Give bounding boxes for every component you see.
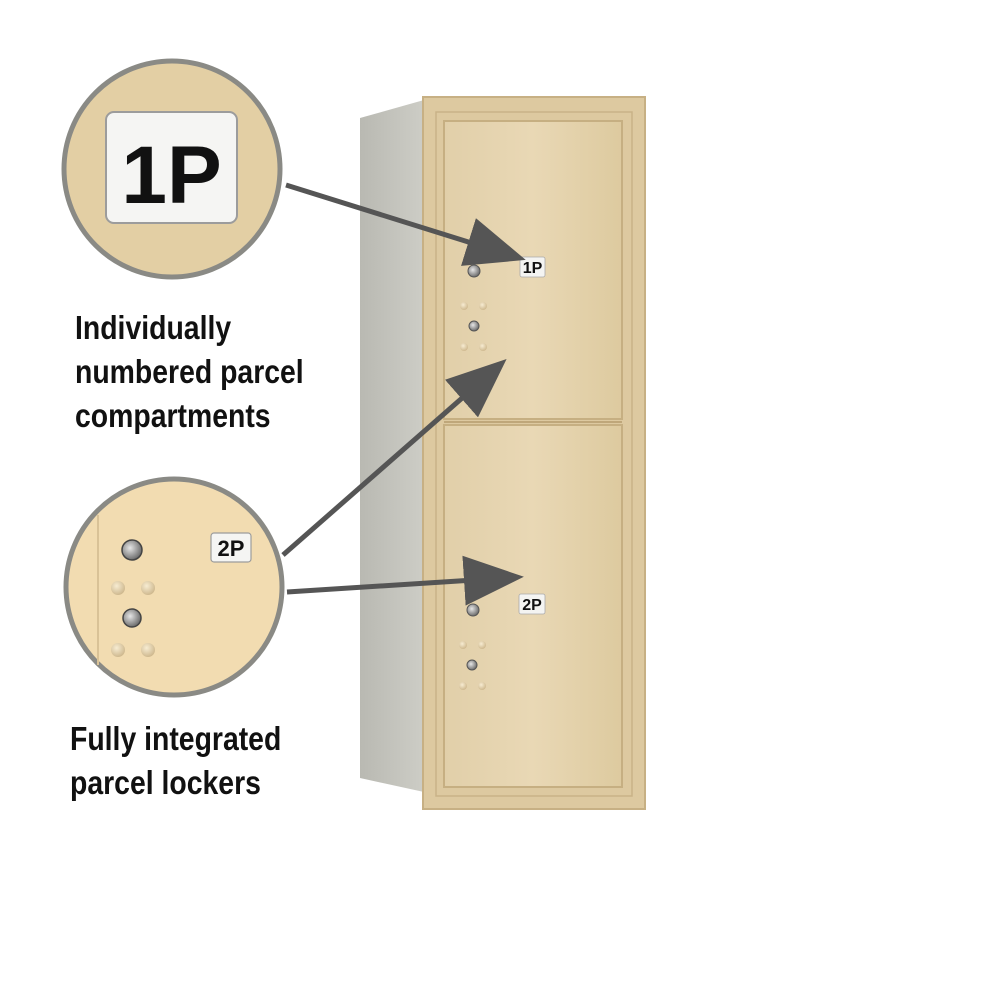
caption-line: Fully integrated xyxy=(70,720,282,757)
caption-line: numbered parcel xyxy=(75,353,304,390)
rivet xyxy=(479,302,487,310)
zoom-number-plate-label: 1P xyxy=(121,130,221,221)
caption-line: parcel lockers xyxy=(70,764,261,801)
arrow-icon xyxy=(286,555,524,606)
zoom-lower-number-plate-label: 2P xyxy=(218,536,245,561)
cabinet-side-panel xyxy=(360,100,424,792)
caption-integrated-lockers: Fully integrated parcel lockers xyxy=(70,717,281,805)
caption-numbered-compartments: Individually numbered parcel compartment… xyxy=(75,306,304,438)
rivet xyxy=(459,682,467,690)
rivet xyxy=(478,682,486,690)
caption-line: compartments xyxy=(75,397,271,434)
rivet xyxy=(460,343,468,351)
rivet xyxy=(460,302,468,310)
rivet xyxy=(141,643,155,657)
upper-number-plate xyxy=(519,256,546,278)
keyhole-lock-icon xyxy=(466,603,480,617)
keyhole-lock-icon xyxy=(467,264,481,278)
arrow-icon xyxy=(285,182,526,266)
zoom-number-plate xyxy=(105,111,238,224)
rivet xyxy=(111,643,125,657)
rivet xyxy=(478,641,486,649)
keyhole-lock-icon xyxy=(121,539,143,561)
rivet xyxy=(479,343,487,351)
keyhole-lock-icon xyxy=(122,608,142,628)
rivet xyxy=(459,641,467,649)
caption-line: Individually xyxy=(75,309,232,346)
upper-number-plate-label: 1P xyxy=(523,260,543,277)
arrow-icon xyxy=(281,359,507,557)
zoom-lower-number-plate xyxy=(210,532,252,563)
rivet xyxy=(141,581,155,595)
cabinet-frame-inner-edge xyxy=(435,111,633,797)
rivet xyxy=(111,581,125,595)
keyhole-lock-icon xyxy=(466,659,478,671)
keyhole-lock-icon xyxy=(468,320,480,332)
lower-number-plate-label: 2P xyxy=(522,597,542,614)
